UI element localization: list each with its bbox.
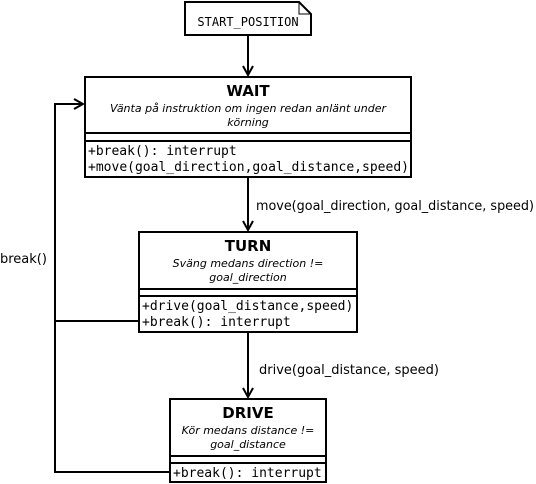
drive-title: DRIVE bbox=[222, 404, 273, 422]
state-wait[interactable]: WAIT Vänta på instruktion om ingen redan… bbox=[84, 76, 412, 178]
note-fold bbox=[298, 2, 311, 15]
turn-desc-line1: Sväng medans direction != bbox=[173, 257, 324, 270]
wait-method: +break(): interrupt bbox=[88, 144, 237, 159]
note-shape bbox=[184, 1, 312, 36]
drive-transition-label: drive(goal_distance, speed) bbox=[259, 363, 439, 378]
wait-box bbox=[84, 76, 412, 178]
state-drive[interactable]: DRIVE Kör medans distance != goal_distan… bbox=[169, 398, 327, 483]
turn-desc-line2: goal_direction bbox=[209, 271, 286, 284]
drive-desc-line1: Kör medans distance != bbox=[182, 424, 315, 437]
start-position-note[interactable]: START_POSITION bbox=[184, 1, 312, 36]
wait-title: WAIT bbox=[226, 82, 270, 100]
break-transition-label: break() bbox=[0, 252, 47, 267]
turn-method: +break(): interrupt bbox=[142, 315, 291, 330]
note-label: START_POSITION bbox=[197, 15, 298, 29]
drive-desc-line2: goal_distance bbox=[210, 438, 286, 451]
turn-title: TURN bbox=[225, 237, 272, 255]
wait-method: +move(goal_direction,goal_distance,speed… bbox=[88, 160, 409, 175]
state-turn[interactable]: TURN Sväng medans direction != goal_dire… bbox=[138, 231, 358, 333]
move-transition-label: move(goal_direction, goal_distance, spee… bbox=[256, 199, 534, 214]
break-transition-arrow bbox=[54, 104, 170, 473]
wait-desc-line2: körning bbox=[227, 116, 269, 129]
turn-method: +drive(goal_distance,speed) bbox=[142, 299, 353, 314]
wait-desc-line1: Vänta på instruktion om ingen redan anlä… bbox=[110, 102, 387, 115]
drive-box bbox=[169, 398, 327, 483]
turn-box bbox=[138, 231, 358, 333]
drive-method: +break(): interrupt bbox=[173, 466, 322, 481]
